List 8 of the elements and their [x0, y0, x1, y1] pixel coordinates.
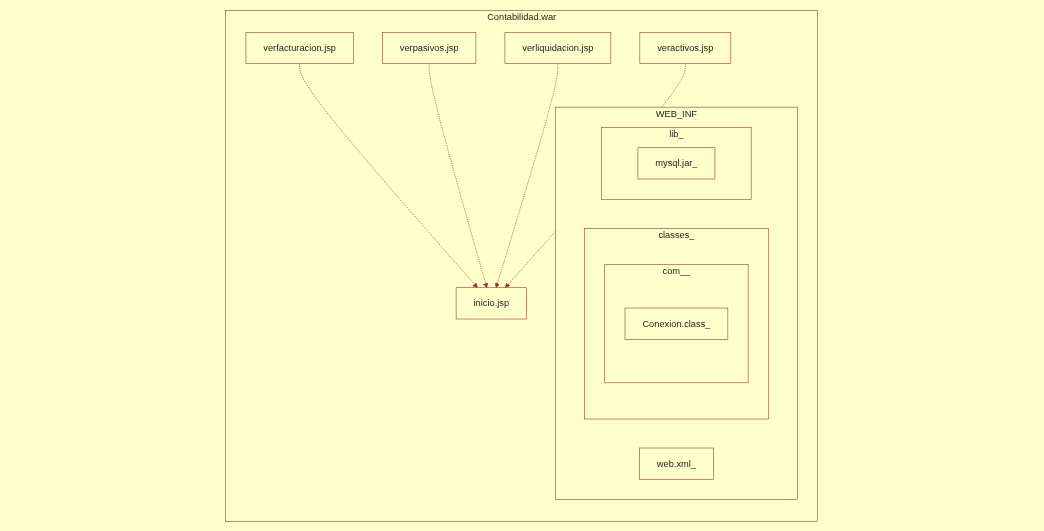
- node-box: veractivos.jsp: [639, 31, 732, 64]
- node-box: verliquidacion.jsp: [504, 31, 612, 64]
- node-box: web.xml_: [639, 447, 714, 480]
- node-box: Conexion.class_: [625, 307, 729, 340]
- node-box: inicio.jsp: [456, 286, 528, 319]
- node-box: verfacturacion.jsp: [245, 31, 355, 64]
- node-box: mysql.jar_: [637, 146, 716, 179]
- node-box: verpasivos.jsp: [382, 31, 477, 64]
